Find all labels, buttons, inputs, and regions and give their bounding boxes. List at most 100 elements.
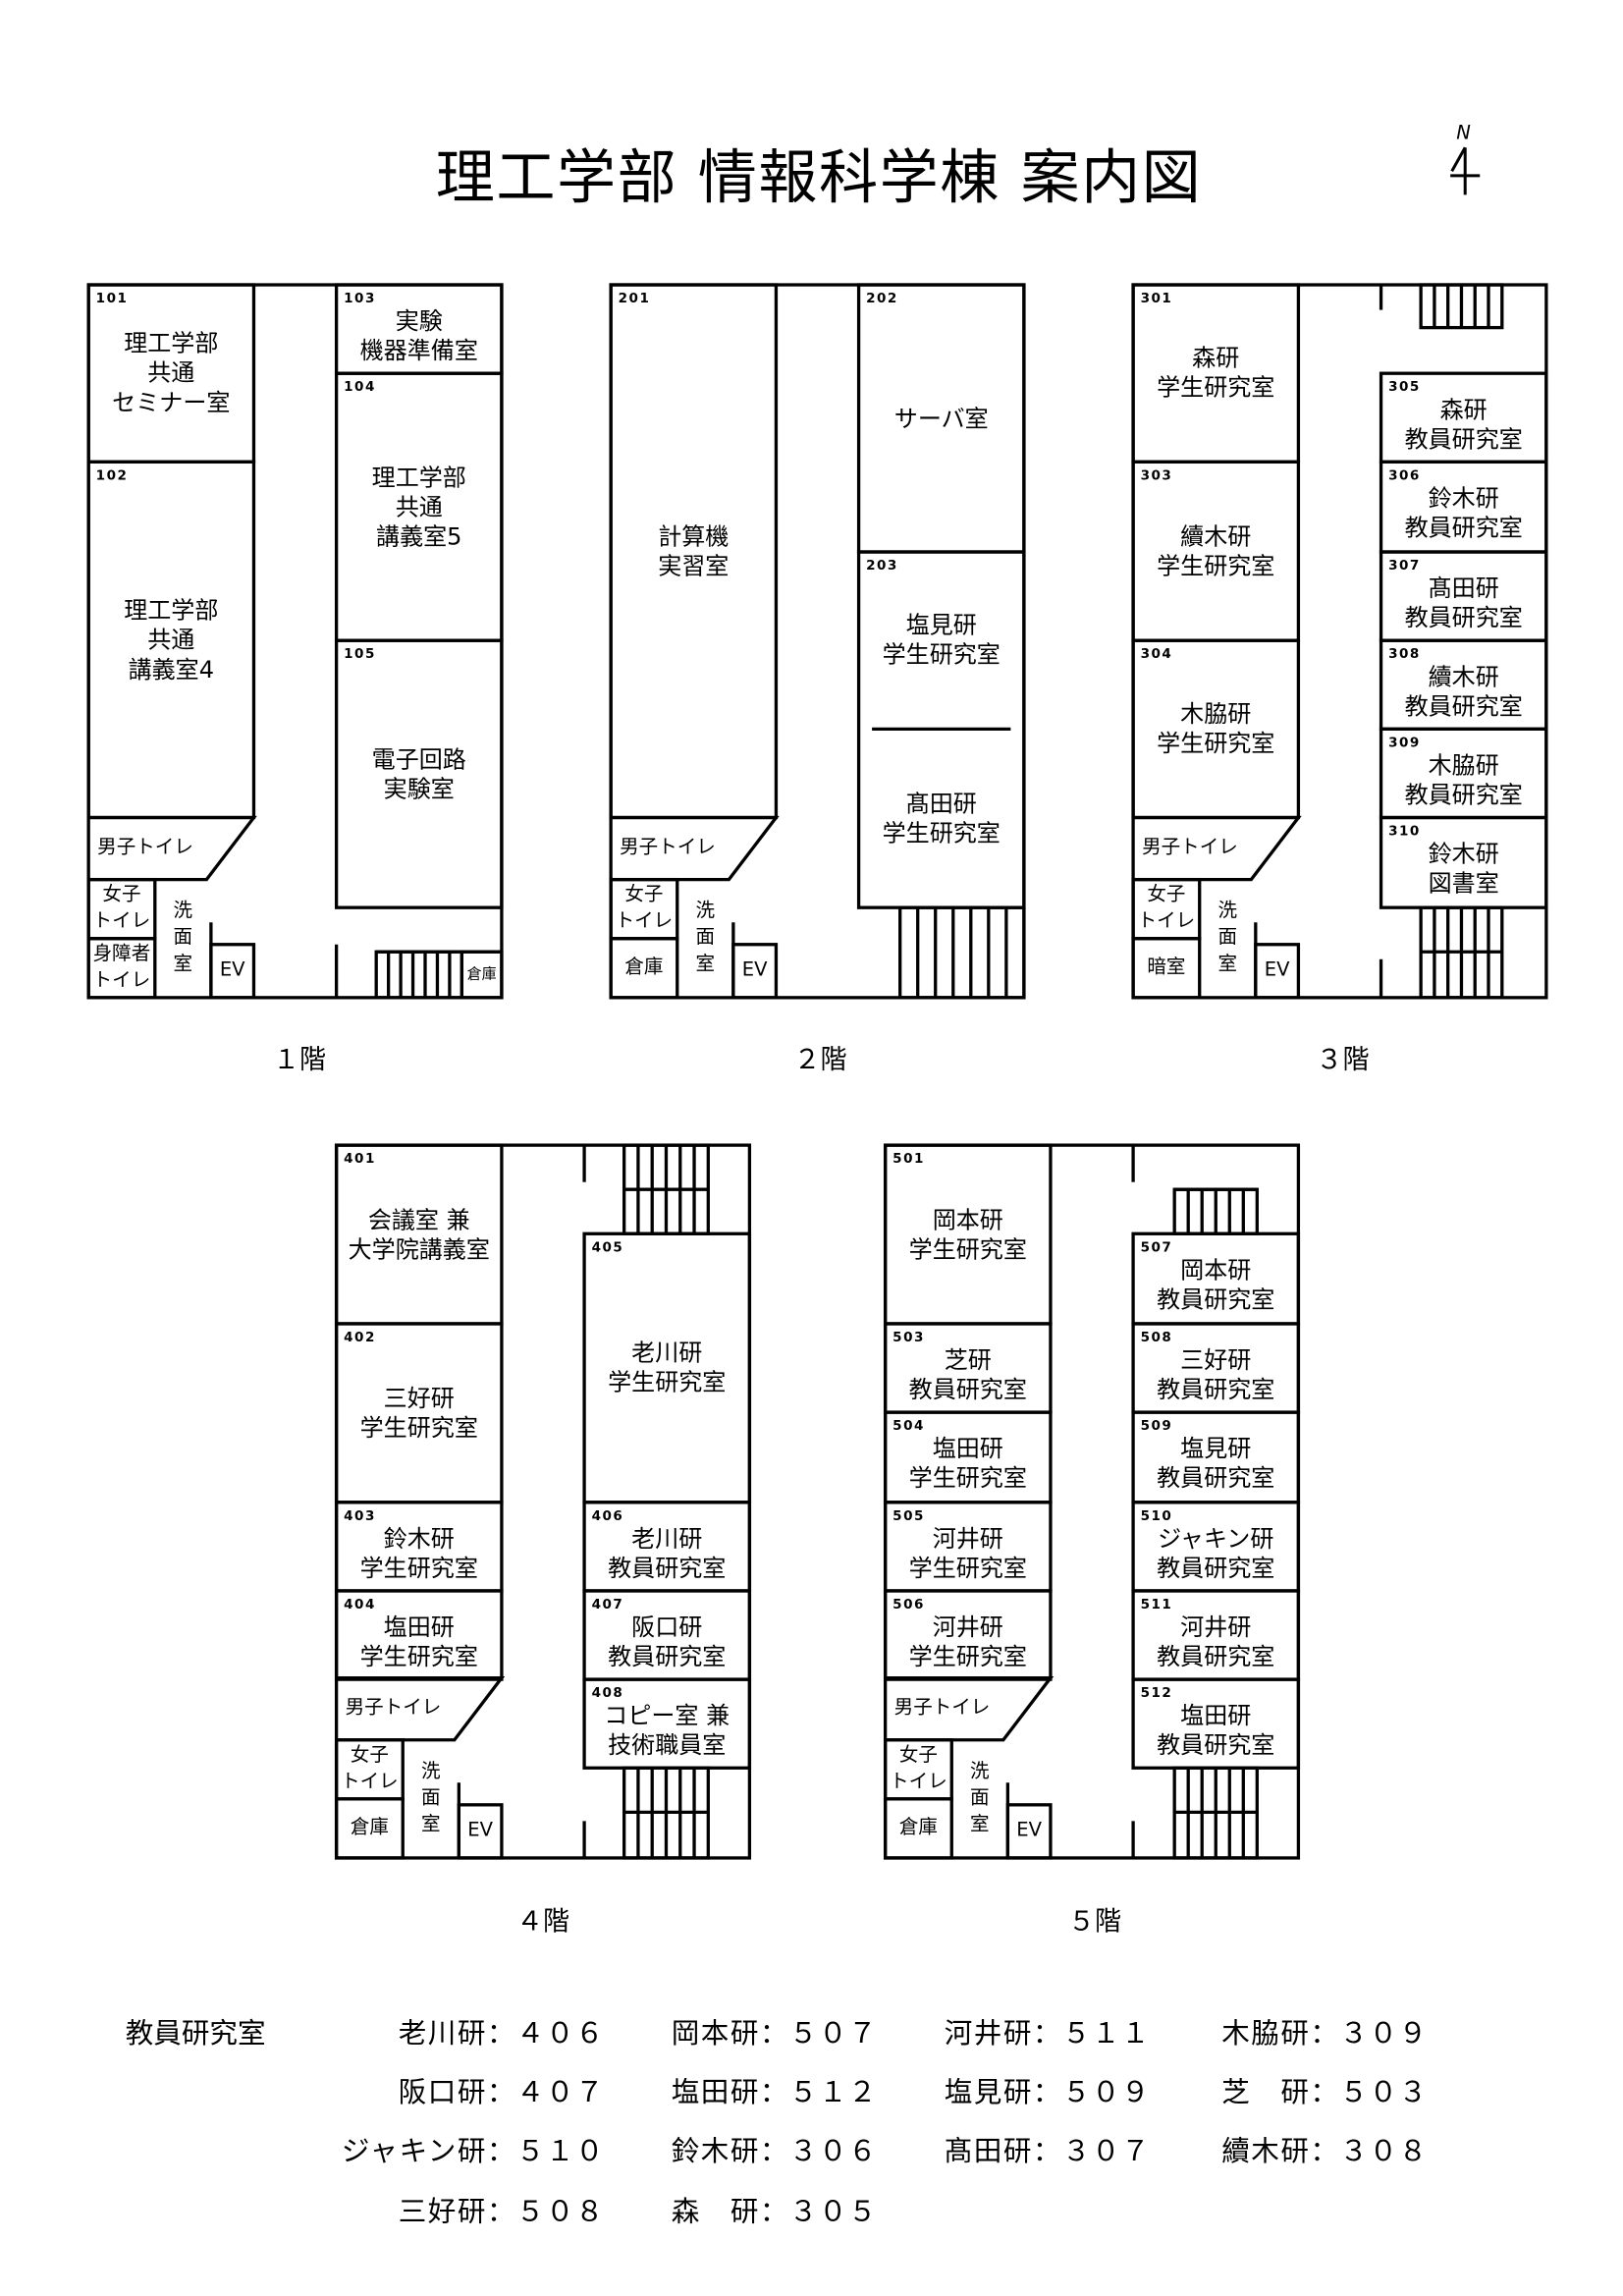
room-label: 河井研 学生研究室 bbox=[908, 1613, 1027, 1671]
room-label: 女子 トイレ bbox=[615, 884, 674, 933]
room-number: 505 bbox=[893, 1509, 925, 1525]
room-number: 101 bbox=[95, 292, 129, 307]
room-label: EV bbox=[219, 958, 245, 982]
room-number: 203 bbox=[866, 559, 898, 574]
room-label: 三好研 学生研究室 bbox=[359, 1383, 478, 1442]
room-label: 男子トイレ bbox=[97, 837, 193, 859]
room-label: 河井研 学生研究室 bbox=[908, 1524, 1027, 1582]
room-label: 塩田研 学生研究室 bbox=[908, 1434, 1027, 1493]
north-arrow-icon: N bbox=[1438, 121, 1497, 215]
room-label: EV bbox=[741, 958, 768, 982]
room-label: 洗 面 室 bbox=[970, 1760, 990, 1836]
room-label: 倉庫 bbox=[350, 1816, 389, 1839]
room-number: 202 bbox=[866, 292, 898, 307]
room-number: 503 bbox=[893, 1331, 925, 1346]
room-label: 鈴木研 教員研究室 bbox=[1404, 483, 1523, 542]
floor-walls bbox=[334, 1143, 752, 1860]
room-label: 倉庫 bbox=[466, 965, 497, 983]
floor-label: ２階 bbox=[793, 1044, 847, 1076]
room-wall bbox=[334, 638, 504, 909]
room-wall bbox=[86, 937, 157, 1000]
room-label: 岡本研 教員研究室 bbox=[1157, 1255, 1275, 1314]
floor-walls bbox=[86, 283, 504, 1000]
room-number: 309 bbox=[1388, 736, 1421, 751]
room-label: 森研 教員研究室 bbox=[1404, 395, 1523, 454]
room-number: 508 bbox=[1140, 1331, 1173, 1346]
floor-walls bbox=[609, 283, 1026, 1000]
legend-entry: 塩田研：５１２ bbox=[671, 2076, 879, 2109]
legend-entry: ジャキン研：５１０ bbox=[341, 2135, 606, 2168]
room-number: 501 bbox=[893, 1152, 925, 1168]
room-label: 理工学部 共通 講義室4 bbox=[124, 595, 219, 683]
room-label: 塩見研 教員研究室 bbox=[1157, 1434, 1275, 1493]
floor-label: ３階 bbox=[1316, 1044, 1370, 1076]
north-label: N bbox=[1456, 121, 1471, 143]
room-label: 理工学部 共通 講義室5 bbox=[371, 463, 466, 550]
room-number: 510 bbox=[1140, 1509, 1173, 1525]
legend-entry: 岡本研：５０７ bbox=[671, 2017, 879, 2050]
room-label: 電子回路 実験室 bbox=[371, 744, 466, 802]
room-label: 木脇研 学生研究室 bbox=[1157, 699, 1275, 757]
room-label: 老川研 教員研究室 bbox=[608, 1524, 727, 1582]
room-number: 403 bbox=[344, 1509, 376, 1525]
floor-walls bbox=[883, 1143, 1301, 1860]
room-label: 木脇研 教員研究室 bbox=[1404, 750, 1523, 809]
room-number: 506 bbox=[893, 1598, 925, 1613]
room-number: 301 bbox=[1140, 292, 1173, 307]
legend-entry: 髙田研：３０７ bbox=[944, 2135, 1152, 2168]
legend-entry: 鈴木研：３０６ bbox=[671, 2135, 879, 2168]
room-number: 406 bbox=[591, 1509, 624, 1525]
room-label: 洗 面 室 bbox=[173, 900, 193, 976]
legend-entry: 芝 研：５０３ bbox=[1221, 2076, 1429, 2109]
room-number: 103 bbox=[344, 292, 376, 307]
legend-entry: 河井研：５１１ bbox=[944, 2017, 1152, 2050]
room-number: 308 bbox=[1388, 647, 1421, 663]
legend-entry: 續木研：３０８ bbox=[1221, 2135, 1429, 2168]
stairs-icon bbox=[374, 950, 464, 1000]
room-label: 女子 トイレ bbox=[1137, 884, 1196, 933]
room-label: 男子トイレ bbox=[1142, 837, 1238, 859]
room-wall bbox=[883, 1797, 953, 1860]
room-number: 104 bbox=[344, 380, 376, 396]
room-number: 404 bbox=[344, 1598, 376, 1613]
room-label: EV bbox=[1264, 958, 1290, 982]
room-label: 身障者 トイレ bbox=[92, 943, 151, 992]
room-label: 男子トイレ bbox=[893, 1697, 991, 1720]
room-number: 102 bbox=[95, 468, 129, 484]
page-title: 理工学部 情報科学棟 案内図 bbox=[435, 144, 1203, 213]
room-label: 女子 トイレ bbox=[92, 884, 151, 933]
room-number: 304 bbox=[1140, 647, 1173, 663]
room-number: 504 bbox=[893, 1419, 925, 1435]
floor-label: １階 bbox=[273, 1044, 327, 1076]
room-label: 計算機 実習室 bbox=[658, 521, 730, 579]
room-label: 倉庫 bbox=[898, 1816, 938, 1839]
room-label: 理工学部 共通 セミナー室 bbox=[112, 329, 231, 416]
room-number: 407 bbox=[591, 1598, 624, 1613]
room-label: 女子 トイレ bbox=[890, 1744, 947, 1793]
room-label: 塩田研 学生研究室 bbox=[359, 1613, 478, 1671]
room-label: 塩見研 学生研究室 bbox=[882, 611, 1001, 669]
legend-entry: 阪口研：４０７ bbox=[398, 2076, 606, 2109]
room-label: 老川研 学生研究室 bbox=[608, 1338, 727, 1396]
floor-label: ５階 bbox=[1067, 1906, 1122, 1939]
room-label: 續木研 教員研究室 bbox=[1404, 662, 1523, 721]
room-number: 305 bbox=[1388, 380, 1421, 396]
legend-entry: 三好研：５０８ bbox=[398, 2196, 606, 2229]
room-label: EV bbox=[1016, 1819, 1042, 1842]
room-number: 408 bbox=[591, 1686, 624, 1702]
room-number: 401 bbox=[344, 1152, 376, 1168]
room-label: 暗室 bbox=[1147, 956, 1186, 979]
room-label: 男子トイレ bbox=[620, 837, 716, 859]
room-label: 髙田研 教員研究室 bbox=[1404, 574, 1523, 632]
floor-walls bbox=[1131, 283, 1548, 1000]
room-number: 310 bbox=[1388, 825, 1421, 841]
room-wall bbox=[334, 1797, 405, 1860]
room-label: 洗 面 室 bbox=[695, 900, 716, 976]
room-label: 洗 面 室 bbox=[1217, 900, 1238, 976]
room-wall bbox=[1131, 937, 1202, 1000]
room-number: 306 bbox=[1388, 468, 1421, 484]
room-label: 岡本研 学生研究室 bbox=[908, 1204, 1027, 1263]
